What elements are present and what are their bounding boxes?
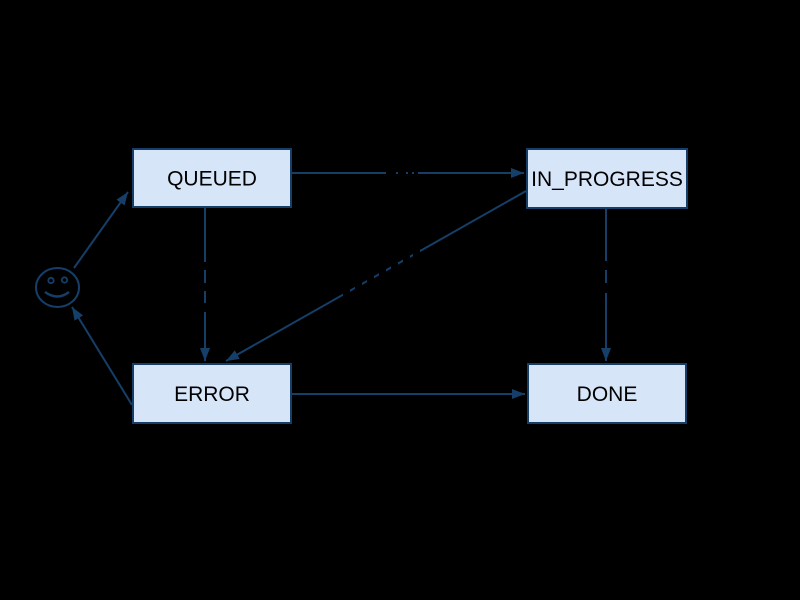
smiley-face-icon [35, 267, 80, 308]
edge-error-to-start [71, 306, 133, 406]
state-label-done: DONE [577, 383, 638, 406]
state-node-error: ERROR [132, 363, 292, 424]
hidden-label-artifacts [199, 167, 609, 312]
state-box-done [527, 363, 687, 424]
edge-start-to-queued [73, 191, 129, 269]
smiley-right-eye [60, 276, 69, 284]
state-node-done: DONE [527, 363, 687, 424]
smiley-mouth [44, 291, 70, 298]
state-label-in-progress: IN_PROGRESS [531, 168, 683, 191]
state-label-error: ERROR [174, 383, 250, 406]
state-node-in-progress: IN_PROGRESS [526, 148, 688, 209]
edge-in-progress-to-error [225, 190, 527, 362]
state-node-queued: QUEUED [132, 148, 292, 208]
state-box-queued [132, 148, 292, 208]
state-box-error [132, 363, 292, 424]
smiley-left-eye [47, 276, 55, 285]
start-node [35, 267, 80, 308]
state-label-queued: QUEUED [167, 168, 257, 191]
state-box-in-progress [526, 148, 688, 209]
